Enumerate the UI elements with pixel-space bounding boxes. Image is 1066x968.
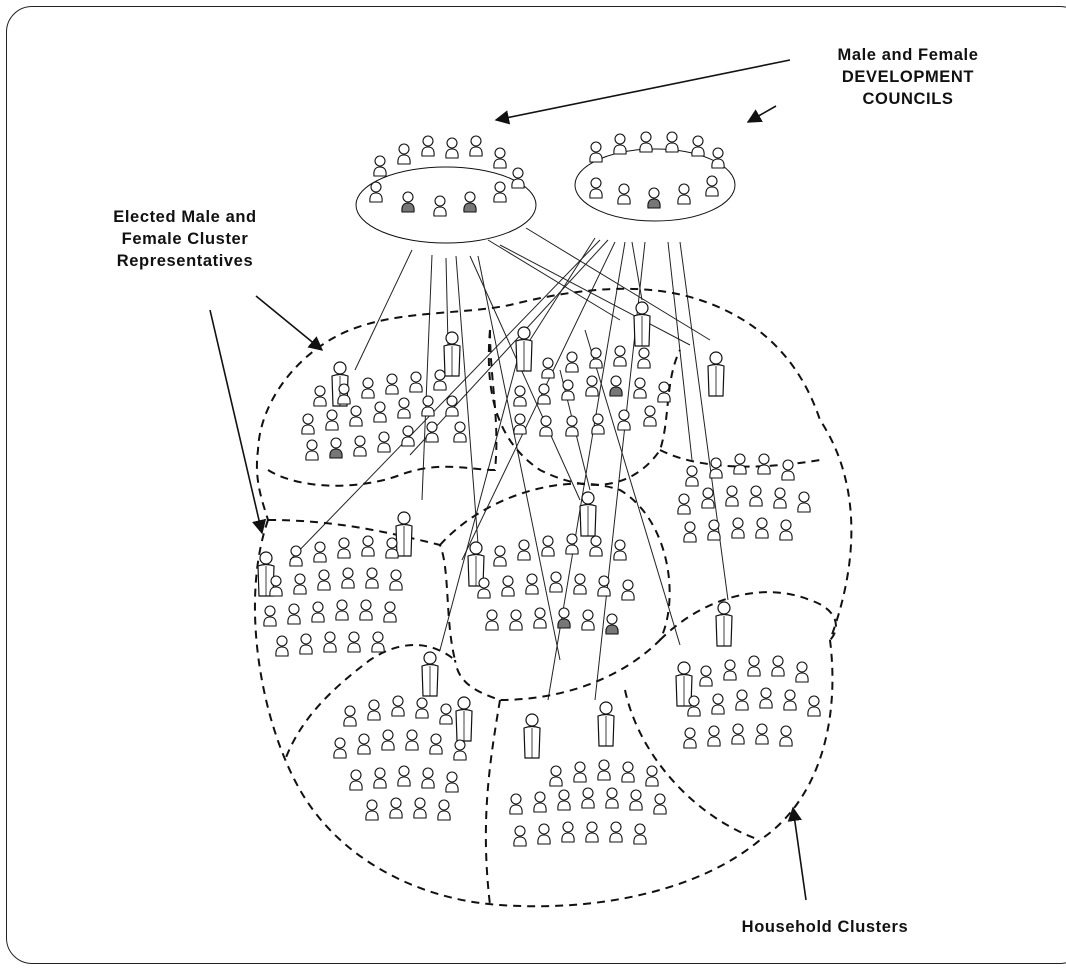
cluster-representatives	[258, 302, 732, 758]
male-council-group	[356, 136, 536, 243]
label-line: Household Clusters	[690, 916, 960, 938]
cluster-representatives-label: Elected Male and Female Cluster Represen…	[60, 206, 310, 272]
connection-lines	[290, 228, 728, 700]
label-line: COUNCILS	[768, 88, 1048, 110]
pointer-arrows	[210, 60, 806, 900]
label-line: Female Cluster	[60, 228, 310, 250]
crowd-cluster-lower-right	[684, 656, 820, 748]
label-line: Elected Male and	[60, 206, 310, 228]
crowd-cluster-top-left	[302, 370, 466, 460]
crowd-cluster-center	[478, 534, 634, 634]
label-line: DEVELOPMENT	[768, 66, 1048, 88]
development-councils-label: Male and Female DEVELOPMENT COUNCILS	[768, 44, 1048, 110]
female-council-group	[575, 132, 735, 221]
crowd-cluster-bottom-center	[510, 760, 666, 846]
household-clusters-label: Household Clusters	[690, 916, 960, 938]
crowd-cluster-top-center	[514, 346, 670, 436]
crowd-cluster-right	[678, 454, 810, 542]
label-line: Male and Female	[768, 44, 1048, 66]
label-line: Representatives	[60, 250, 310, 272]
crowd-cluster-left	[264, 536, 402, 656]
crowd-cluster-lower-left	[334, 696, 466, 820]
